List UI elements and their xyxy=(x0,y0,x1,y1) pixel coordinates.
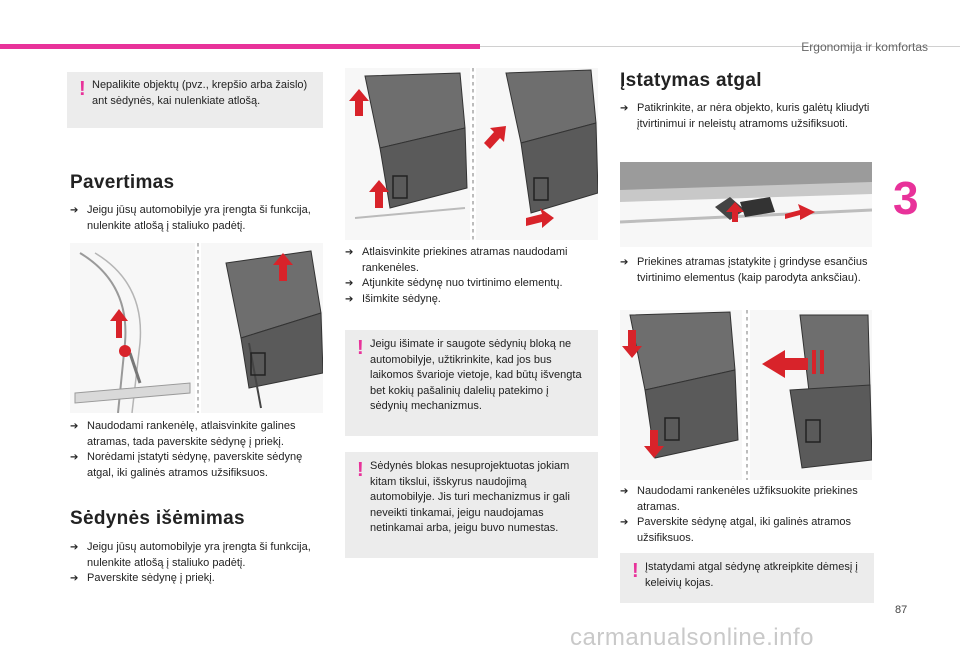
bullet-arrow-icon: ➔ xyxy=(620,103,629,114)
list-item-text: Jeigu jūsų automobilyje yra įrengta ši f… xyxy=(87,204,311,232)
list-item-text: Norėdami įstatyti sėdynę, paverskite sėd… xyxy=(87,451,303,479)
bullet-list: ➔ Naudodami rankenėlę, atlaisvinkite gali… xyxy=(70,419,320,481)
bullet-arrow-icon: ➔ xyxy=(345,278,354,289)
list-item: ➔ Atlaisvinkite priekines atramas naudoda… xyxy=(345,245,595,276)
bullet-list: ➔ Naudodami rankenėles užfiksuokite priek… xyxy=(620,484,875,546)
list-item-text: Priekines atramas įstatykite į grindyse … xyxy=(637,256,868,284)
page-number: 87 xyxy=(895,604,908,616)
list-item: ➔ Norėdami įstatyti sėdynę, paverskite sė… xyxy=(70,450,320,481)
list-item: ➔ Jeigu jūsų automobilyje yra įrengta ši … xyxy=(70,203,320,234)
figure-floor-anchors xyxy=(620,162,872,247)
bullet-list: ➔ Patikrinkite, ar nėra objekto, kuris ga… xyxy=(620,101,870,132)
figure-divider xyxy=(472,68,474,240)
warning-exclamation-icon: ! xyxy=(632,560,639,582)
bullet-arrow-icon: ➔ xyxy=(620,486,629,497)
list-item-text: Patikrinkite, ar nėra objekto, kuris gal… xyxy=(637,102,870,130)
header-accent-bar xyxy=(0,44,480,49)
bullet-arrow-icon: ➔ xyxy=(70,573,79,584)
figure-front-supports-release xyxy=(345,68,470,240)
bullet-arrow-icon: ➔ xyxy=(620,257,629,268)
bullet-list: ➔ Jeigu jūsų automobilyje yra įrengta ši … xyxy=(70,540,320,587)
bullet-arrow-icon: ➔ xyxy=(70,205,79,216)
section-heading-isemimas: Sėdynės išėmimas xyxy=(70,508,245,529)
bullet-arrow-icon: ➔ xyxy=(70,452,79,463)
bullet-list: ➔ Jeigu jūsų automobilyje yra įrengta ši … xyxy=(70,203,320,234)
figure-divider xyxy=(746,310,748,480)
bullet-list: ➔ Priekines atramas įstatykite į grindyse… xyxy=(620,255,870,286)
warning-note-objects: ! Nepalikite objektų (pvz., krepšio arba… xyxy=(67,72,323,128)
list-item-text: Atlaisvinkite priekines atramas naudodam… xyxy=(362,246,568,274)
note-text: Sėdynės blokas nesuprojektuotas jokiam k… xyxy=(370,460,570,534)
list-item-text: Paverskite sėdynę į priekį. xyxy=(87,572,215,584)
warning-exclamation-icon: ! xyxy=(357,459,364,481)
section-heading-istatymas: Įstatymas atgal xyxy=(620,70,762,91)
note-text: Nepalikite objektų (pvz., krepšio arba ž… xyxy=(92,79,308,107)
list-item: ➔ Paverskite sėdynę į priekį. xyxy=(70,571,320,587)
chapter-number: 3 xyxy=(893,172,919,224)
figure-seat-detach xyxy=(476,68,598,240)
figure-release-lever xyxy=(70,243,195,413)
list-item: ➔ Priekines atramas įstatykite į grindyse… xyxy=(620,255,870,286)
list-item: ➔ Naudodami rankenėles užfiksuokite priek… xyxy=(620,484,875,515)
list-item: ➔ Patikrinkite, ar nėra objekto, kuris ga… xyxy=(620,101,870,132)
bullet-arrow-icon: ➔ xyxy=(620,517,629,528)
note-text: Įstatydami atgal sėdynę atkreipkite dėme… xyxy=(645,561,858,589)
section-heading-pavertimas: Pavertimas xyxy=(70,172,175,193)
warning-note-storage: ! Jeigu išimate ir saugote sėdynių bloką… xyxy=(345,330,598,436)
watermark: carmanualsonline.info xyxy=(570,624,814,651)
list-item: ➔ Naudodami rankenėlę, atlaisvinkite gali… xyxy=(70,419,320,450)
bullet-arrow-icon: ➔ xyxy=(70,421,79,432)
header-rule xyxy=(480,46,960,47)
list-item-text: Atjunkite sėdynę nuo tvirtinimo elementų… xyxy=(362,277,563,289)
figure-lock-front-supports xyxy=(620,310,742,480)
list-item-text: Jeigu jūsų automobilyje yra įrengta ši f… xyxy=(87,541,311,569)
warning-exclamation-icon: ! xyxy=(79,78,86,100)
bullet-arrow-icon: ➔ xyxy=(70,542,79,553)
figure-divider xyxy=(197,243,199,413)
list-item-text: Naudodami rankenėles užfiksuokite prieki… xyxy=(637,485,858,513)
list-item: ➔ Jeigu jūsų automobilyje yra įrengta ši … xyxy=(70,540,320,571)
note-text: Jeigu išimate ir saugote sėdynių bloką n… xyxy=(370,338,582,412)
warning-exclamation-icon: ! xyxy=(357,337,364,359)
list-item-text: Paverskite sėdynę atgal, iki galinės atr… xyxy=(637,516,851,544)
figure-seat-tilt-back xyxy=(750,310,872,480)
list-item: ➔ Paverskite sėdynę atgal, iki galinės at… xyxy=(620,515,875,546)
bullet-arrow-icon: ➔ xyxy=(345,293,354,305)
list-item-text: Naudodami rankenėlę, atlaisvinkite galin… xyxy=(87,420,296,448)
list-item: ➔ Atjunkite sėdynę nuo tvirtinimo element… xyxy=(345,276,595,292)
figure-seat-folded xyxy=(201,243,323,413)
warning-note-usage: ! Sėdynės blokas nesuprojektuotas jokiam… xyxy=(345,452,598,558)
warning-note-passenger-feet: ! Įstatydami atgal sėdynę atkreipkite dė… xyxy=(620,553,874,603)
header-title: Ergonomija ir komfortas xyxy=(801,40,928,54)
bullet-list: ➔ Atlaisvinkite priekines atramas naudoda… xyxy=(345,245,595,307)
bullet-arrow-icon: ➔ xyxy=(345,247,354,258)
list-item-text: Išimkite sėdynę. xyxy=(362,292,441,305)
list-item: ➔ Išimkite sėdynę. xyxy=(345,292,595,308)
